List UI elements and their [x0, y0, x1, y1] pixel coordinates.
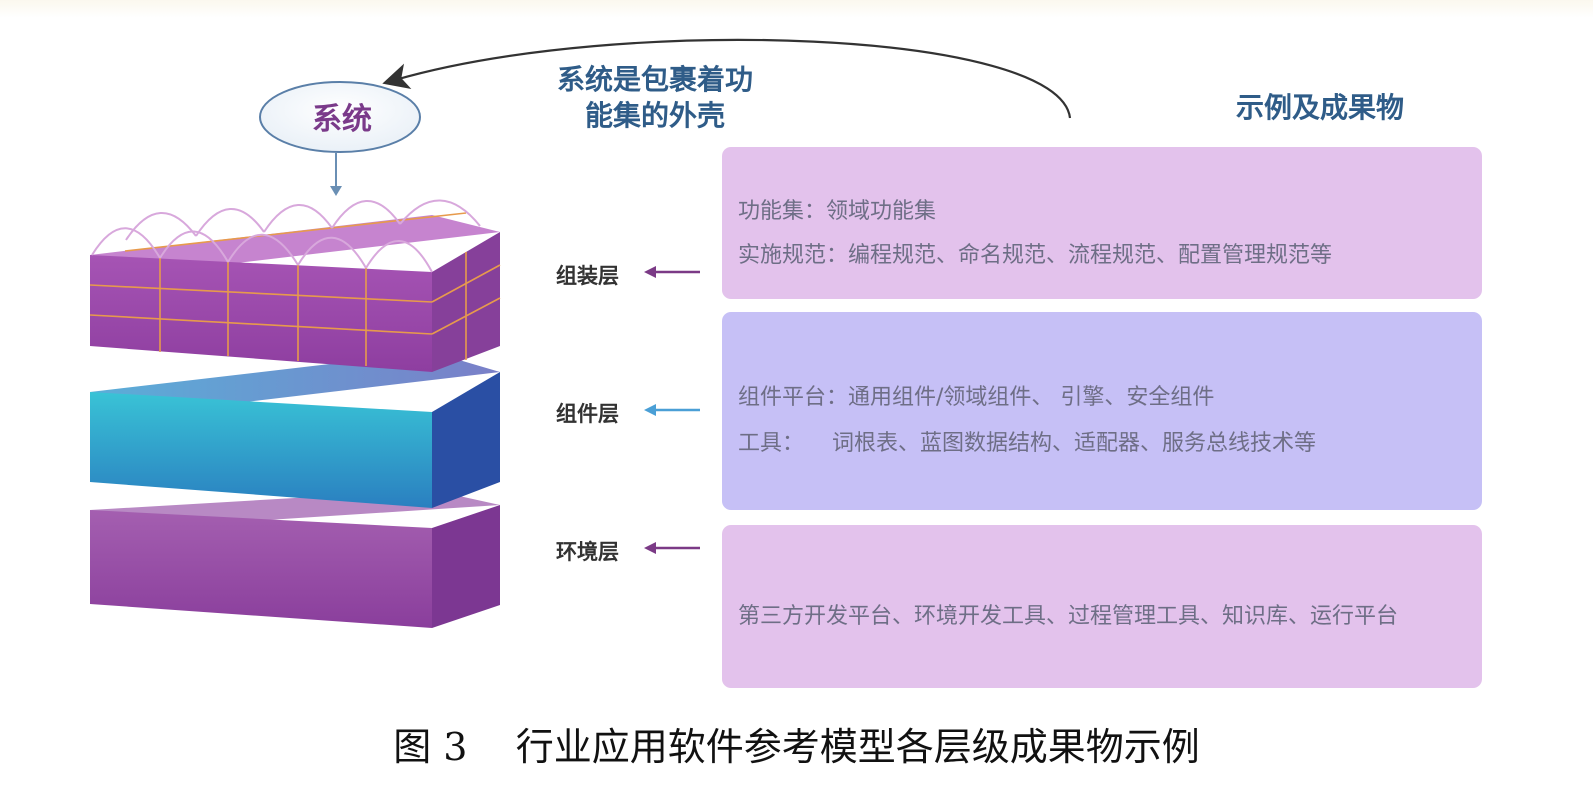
component-example-2: 工具： 词根表、蓝图数据结构、适配器、服务总线技术等	[738, 431, 1316, 456]
system-label: 系统	[312, 102, 372, 137]
layer-label-component: 组件层	[556, 402, 619, 426]
assembly-examples-box: 功能集：领域功能集 实施规范：编程规范、命名规范、流程规范、配置管理规范等	[722, 147, 1482, 299]
environment-examples-box: 第三方开发平台、环境开发工具、过程管理工具、知识库、运行平台	[722, 525, 1482, 688]
environment-block	[90, 490, 500, 628]
assembly-example-2: 实施规范：编程规范、命名规范、流程规范、配置管理规范等	[738, 243, 1333, 268]
environment-arrow	[644, 542, 700, 554]
wrap-description-line2: 能集的外壳	[584, 99, 725, 132]
assembly-example-1: 功能集：领域功能集	[738, 199, 937, 224]
component-arrow	[644, 404, 700, 416]
component-example-1: 组件平台：通用组件/领域组件、 引擎、安全组件	[738, 385, 1215, 410]
top-band	[0, 0, 1593, 18]
examples-title: 示例及成果物	[1236, 91, 1405, 124]
wrap-arrow	[382, 38, 1072, 119]
environment-example-1: 第三方开发平台、环境开发工具、过程管理工具、知识库、运行平台	[738, 604, 1399, 629]
layer-label-environment: 环境层	[556, 540, 619, 564]
assembly-block	[89, 199, 501, 372]
wrap-description-line1: 系统是包裹着功	[556, 63, 753, 96]
assembly-arrow	[644, 266, 700, 278]
figure-caption: 图 3 行业应用软件参考模型各层级成果物示例	[393, 725, 1200, 769]
component-block	[90, 352, 500, 508]
wrap-description: 系统是包裹着功 能集的外壳	[540, 62, 770, 134]
system-ellipse	[259, 81, 421, 153]
layer-label-assembly: 组装层	[556, 264, 619, 288]
component-examples-box: 组件平台：通用组件/领域组件、 引擎、安全组件 工具： 词根表、蓝图数据结构、适…	[722, 312, 1482, 510]
